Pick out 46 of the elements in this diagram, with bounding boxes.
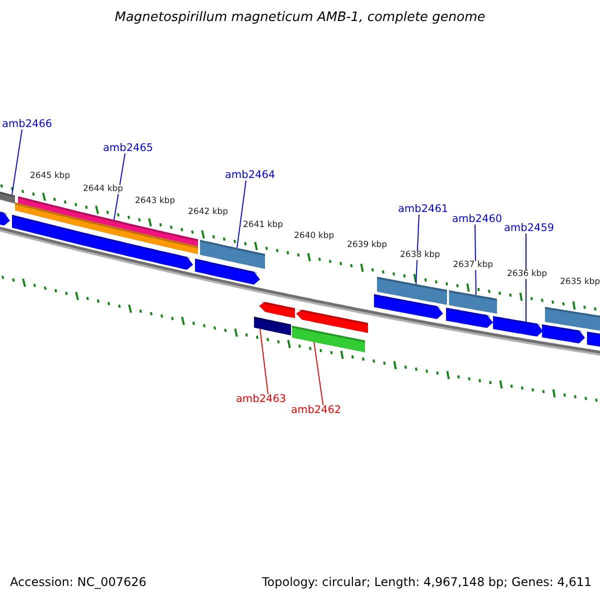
scale-label: 2643 kbp — [135, 197, 176, 206]
gene-bar — [0, 190, 15, 204]
leader-line — [114, 153, 126, 220]
gene-label: amb2462 — [291, 405, 342, 416]
gene-block — [493, 316, 543, 336]
gene-bar — [254, 316, 291, 336]
scale-label: 2644 kbp — [83, 185, 124, 194]
leader-line — [260, 328, 268, 394]
footer-text: Accession: NC_007626 — [10, 576, 146, 588]
leader-line — [416, 214, 420, 285]
gene-label: amb2460 — [452, 214, 502, 224]
gene-label: amb2461 — [398, 204, 448, 214]
leader-line — [314, 342, 324, 406]
scale-label: 2640 kbp — [294, 232, 334, 240]
gene-label: amb2465 — [103, 143, 154, 154]
gene-block — [296, 309, 368, 333]
gene-block — [195, 258, 260, 285]
footer-text: Topology: circular; Length: 4,967,148 bp; Genes: 4,611 — [262, 576, 592, 588]
gene-block — [446, 308, 493, 328]
leader-line — [236, 180, 246, 248]
gene-label: amb2464 — [225, 170, 276, 180]
gene-label: amb2459 — [504, 223, 554, 234]
gene-label: amb2466 — [2, 119, 52, 130]
gene-label: amb2463 — [236, 394, 286, 404]
gene-bar — [449, 290, 497, 314]
leader-line — [474, 224, 476, 296]
scale-label: 2636 kbp — [507, 270, 548, 278]
leader-line — [12, 129, 22, 196]
scale-label: 2638 kbp — [400, 251, 440, 260]
gene-block — [259, 301, 295, 318]
gene-block — [374, 294, 443, 319]
gene-bar — [587, 332, 600, 348]
gene-bar — [200, 240, 265, 269]
gene-block — [542, 324, 585, 344]
scale-label: 2637 kbp — [453, 261, 494, 270]
scale-label: 2642 kbp — [188, 208, 228, 216]
title: Magnetospirillum magneticum AMB-1, complete genome — [114, 11, 486, 24]
gene-block — [12, 214, 193, 270]
gene-bar — [292, 326, 365, 352]
scale-label: 2639 kbp — [347, 241, 388, 250]
gene-block — [0, 209, 10, 226]
scale-label: 2635 kbp — [560, 278, 600, 286]
scale-label: 2641 kbp — [243, 221, 284, 230]
gene-bar — [377, 276, 447, 305]
scale-label: 2645 kbp — [30, 172, 70, 180]
gene-bar — [545, 306, 600, 332]
